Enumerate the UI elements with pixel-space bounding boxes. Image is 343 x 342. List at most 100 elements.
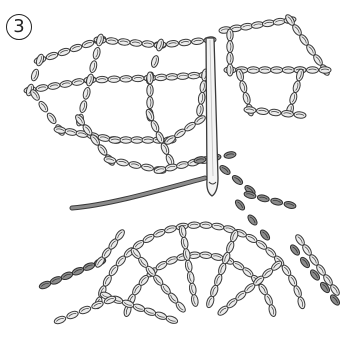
stitch — [114, 228, 126, 241]
stitch — [271, 67, 283, 73]
stitch — [150, 119, 161, 133]
stitch — [187, 271, 195, 284]
stitch — [165, 255, 179, 265]
working-yarn — [72, 178, 205, 208]
stitch — [176, 161, 189, 170]
stitch — [143, 307, 156, 317]
stitch — [282, 67, 294, 73]
stitch — [141, 163, 154, 172]
stitch — [53, 315, 67, 325]
stitch — [92, 47, 101, 60]
stitch — [297, 296, 306, 309]
stitch — [45, 51, 58, 61]
stitch — [244, 106, 257, 114]
stitch — [132, 75, 144, 82]
stitch — [329, 283, 341, 297]
stitch — [211, 222, 224, 230]
stitch — [269, 109, 282, 117]
stitch — [106, 37, 118, 44]
stitch — [30, 68, 40, 81]
stitch — [188, 72, 200, 79]
stitch — [239, 80, 248, 93]
stitch — [79, 100, 88, 113]
stitch — [242, 92, 251, 105]
stitch — [227, 52, 233, 64]
stitch — [191, 294, 199, 307]
stitch — [259, 67, 271, 73]
stitch — [227, 64, 233, 76]
stitch — [108, 76, 120, 83]
stitch — [66, 310, 80, 320]
stitch — [116, 158, 129, 167]
stitch — [198, 92, 206, 105]
dark-stitch — [82, 261, 96, 272]
stitch — [211, 253, 224, 262]
dark-stitch — [270, 197, 283, 206]
stitch — [240, 23, 253, 31]
stitch — [227, 41, 233, 53]
dark-stitch — [259, 228, 272, 241]
stitch — [273, 18, 286, 26]
stitch — [142, 137, 154, 143]
stitch — [57, 47, 70, 57]
stitch — [188, 222, 200, 229]
stitch — [72, 78, 85, 86]
stitch — [155, 74, 167, 81]
stitch — [95, 33, 104, 46]
stitch — [128, 161, 141, 170]
stitch — [78, 305, 92, 315]
stitch — [147, 72, 153, 84]
stitch — [189, 283, 197, 296]
stitch — [292, 80, 301, 93]
dark-stitch — [60, 271, 74, 282]
stitch — [85, 73, 94, 86]
stitch — [191, 37, 204, 45]
stitch — [154, 311, 167, 321]
stitch — [120, 137, 132, 143]
stitch — [152, 228, 166, 239]
stitch — [65, 128, 78, 136]
crochet-hook-icon — [206, 38, 218, 196]
stitch — [147, 97, 153, 109]
stitch — [268, 304, 277, 317]
stitch — [118, 38, 130, 45]
stitch — [164, 224, 177, 234]
dark-stitch — [231, 174, 244, 186]
stitch — [35, 53, 45, 66]
stitch — [145, 108, 156, 122]
stitch — [165, 315, 178, 325]
stitch — [81, 39, 94, 49]
upper-motif — [24, 13, 332, 174]
dark-stitch — [283, 200, 296, 209]
stitch — [177, 73, 189, 80]
stitch — [293, 285, 303, 299]
stitch — [109, 137, 121, 143]
stitch — [196, 104, 204, 117]
dark-stitch — [218, 164, 231, 176]
stitch — [289, 92, 298, 105]
stitch — [200, 222, 212, 229]
stitch — [294, 111, 307, 119]
stitch — [213, 273, 223, 286]
stitch — [103, 156, 116, 165]
dark-stitch — [234, 198, 247, 211]
stitch — [155, 38, 165, 51]
stitch — [37, 100, 49, 113]
dark-stitch — [289, 243, 301, 256]
stitch — [165, 163, 178, 172]
stitch — [166, 73, 178, 80]
stitch — [319, 67, 331, 73]
stitch — [205, 295, 215, 308]
stitch — [130, 39, 142, 46]
stitch — [179, 39, 192, 47]
lower-motif — [38, 222, 341, 326]
dark-stitch — [257, 194, 270, 203]
stitch — [54, 126, 67, 134]
stitch — [89, 60, 98, 73]
stitch — [48, 82, 61, 90]
stitch — [91, 300, 105, 310]
stitch — [256, 107, 269, 115]
step-number: 3 — [13, 18, 24, 36]
